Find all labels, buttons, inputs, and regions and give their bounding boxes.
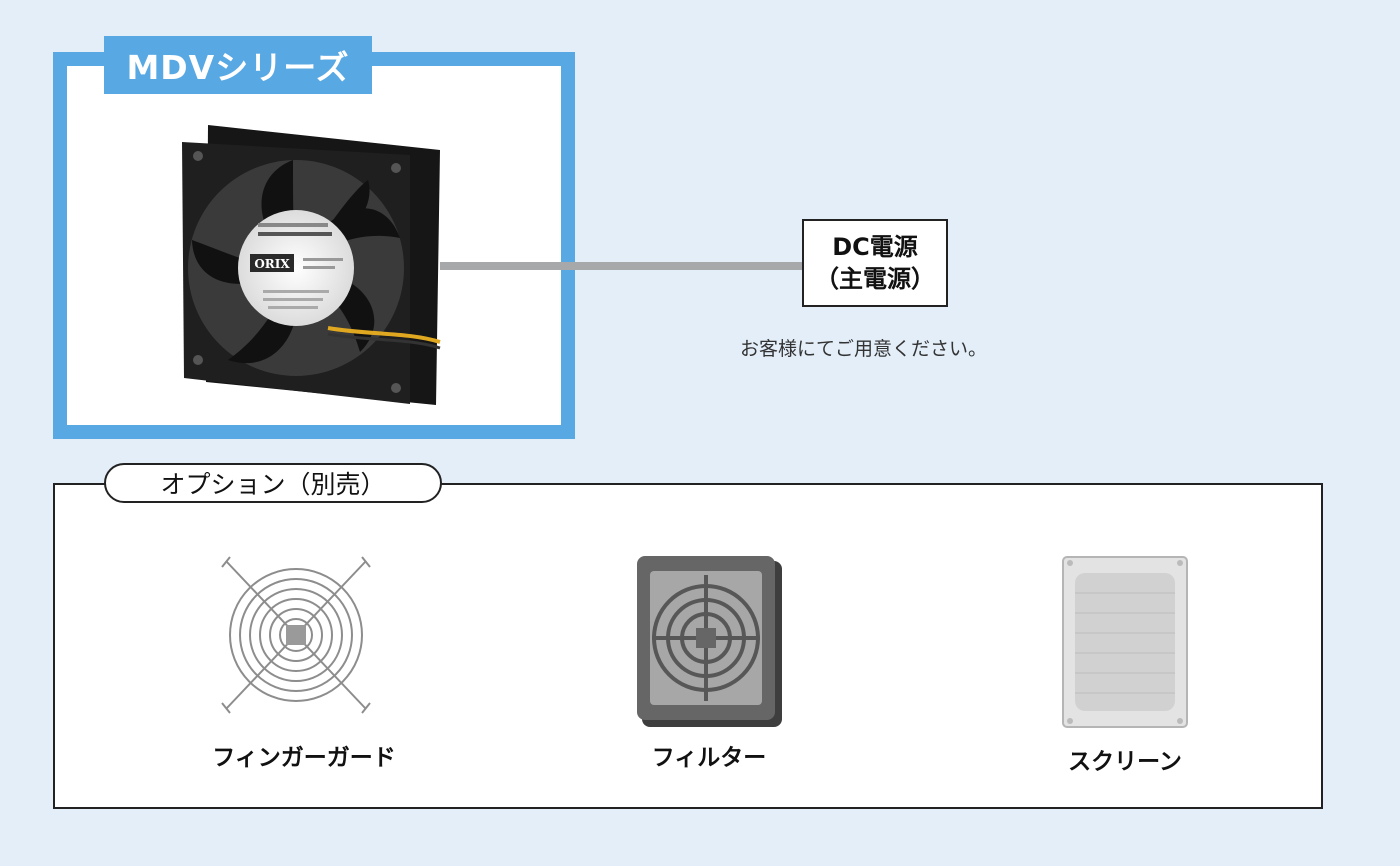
power-note: お客様にてご用意ください。 xyxy=(740,338,988,360)
dc-power-label: DC電源 xyxy=(832,233,918,261)
screen-label: スクリーン xyxy=(1068,749,1182,775)
finger-guard-icon xyxy=(221,556,371,714)
options-title: オプション（別売） xyxy=(104,463,442,503)
filter-icon xyxy=(637,556,782,727)
screen-icon xyxy=(1062,556,1188,728)
filter-label: フィルター xyxy=(651,745,767,771)
fan-brand-label: ORIX xyxy=(254,257,290,271)
dc-power-box: DC電源 （主電源） xyxy=(802,219,948,307)
power-cable xyxy=(440,262,802,270)
series-title: MDVシリーズ xyxy=(104,36,372,94)
finger-guard-label: フィンガーガード xyxy=(212,745,396,771)
fan-image: ORIX xyxy=(182,125,441,405)
main-power-label: （主電源） xyxy=(815,265,935,293)
